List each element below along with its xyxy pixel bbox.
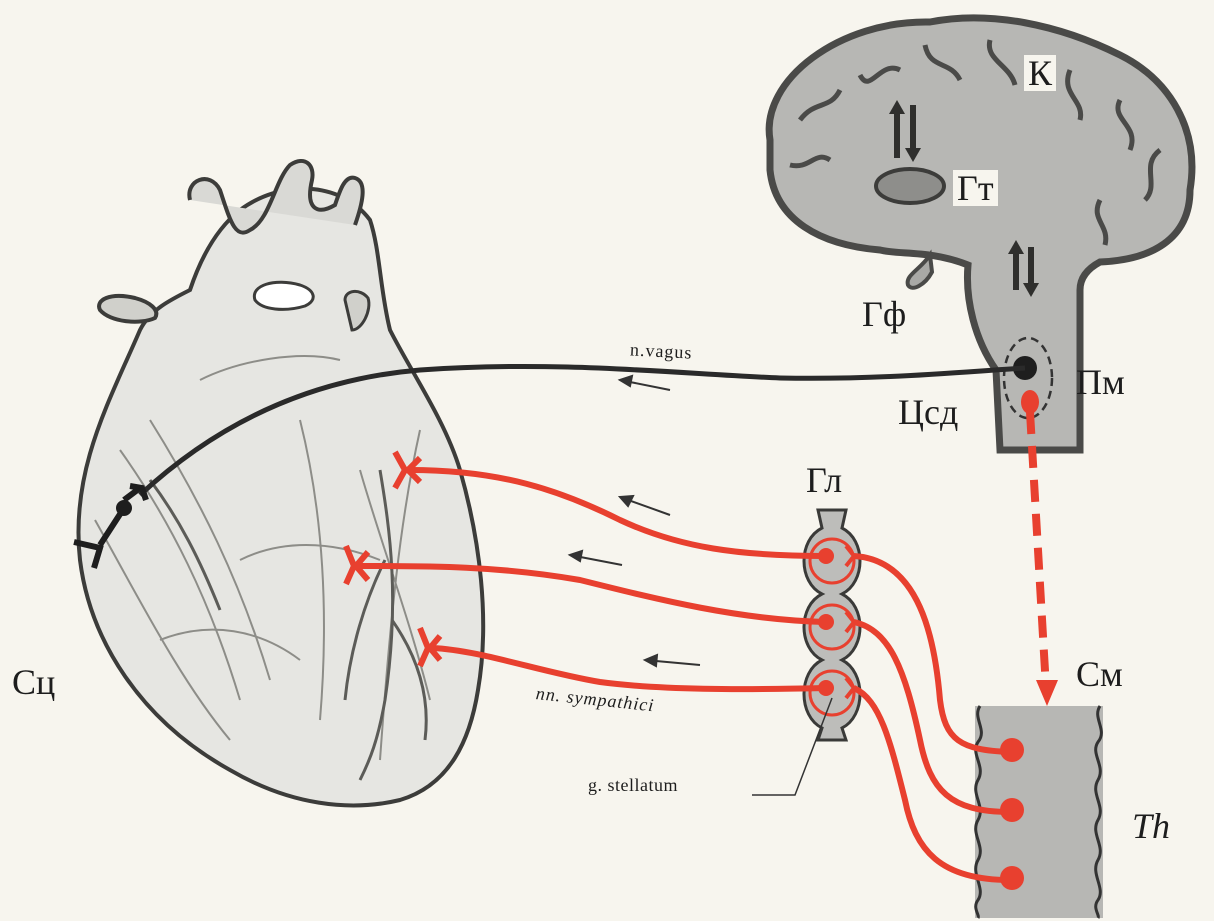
heart xyxy=(78,161,483,805)
sympathetic-fiber-lower-post xyxy=(432,648,826,689)
brain xyxy=(769,18,1192,450)
sympathetic-center-dot xyxy=(1021,390,1039,414)
label-spinal-cord: См xyxy=(1076,656,1123,692)
spinal-neuron-middle xyxy=(1000,798,1024,822)
label-cortex: К xyxy=(1024,55,1056,91)
label-vagus-nerve: n.vagus xyxy=(630,340,693,361)
spinal-neuron-lower xyxy=(1000,866,1024,890)
label-thoracic: Th xyxy=(1132,808,1170,844)
label-cardio-center: Цсд xyxy=(898,394,958,430)
spinal-neuron-upper xyxy=(1000,738,1024,762)
brain-outline xyxy=(769,18,1192,450)
label-medulla: Пм xyxy=(1076,364,1125,400)
label-stellate-ganglion: g. stellatum xyxy=(588,776,678,794)
label-hypothalamus: Гт xyxy=(953,170,998,206)
ganglion-chain xyxy=(804,510,860,740)
hypothalamus-oval xyxy=(876,169,944,203)
heart-vessel-mid xyxy=(254,282,313,309)
descending-arrowhead-icon xyxy=(1036,680,1058,706)
heart-vessel-left xyxy=(99,296,156,322)
label-pituitary: Гф xyxy=(862,296,906,332)
pituitary-shape xyxy=(908,255,932,288)
vagus-direction-arrow-icon xyxy=(620,376,670,390)
label-heart: Сц xyxy=(12,664,55,700)
label-ganglia: Гл xyxy=(806,462,842,498)
